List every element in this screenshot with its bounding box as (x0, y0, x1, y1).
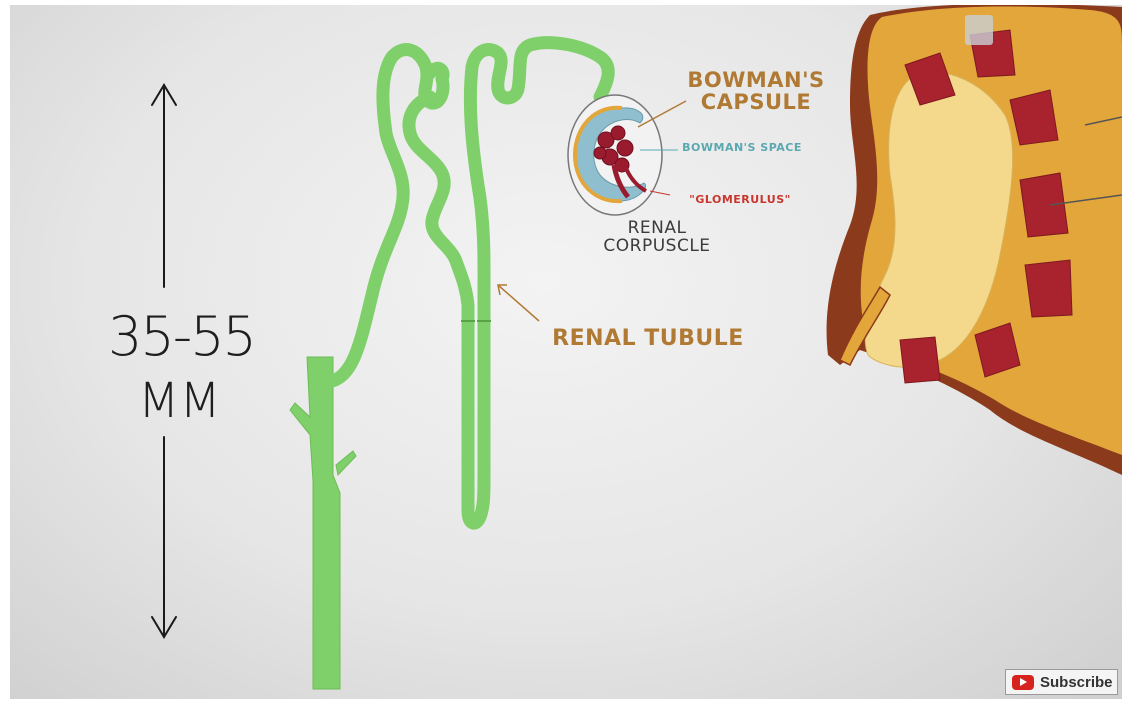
collecting-duct (290, 357, 356, 689)
video-frame: 35-55 MM BOWMAN'S CAPSULE BOWMAN'S SPACE… (10, 5, 1122, 699)
renal-corpuscle (568, 95, 662, 215)
kidney-cross-section (827, 5, 1122, 475)
bowmans-capsule-label: BOWMAN'S CAPSULE (686, 69, 826, 113)
subscribe-label: Subscribe (1040, 674, 1113, 691)
renal-corpuscle-label: RENAL CORPUSCLE (582, 220, 732, 256)
measure-number: 35-55 (108, 305, 255, 368)
renal-tubule (332, 43, 608, 524)
youtube-play-icon (1012, 675, 1034, 690)
renal-tubule-label: RENAL TUBULE (538, 327, 758, 350)
bowmans-space-label: BOWMAN'S SPACE (682, 142, 802, 154)
measure-unit: MM (138, 373, 221, 429)
subscribe-button[interactable]: Subscribe (1005, 669, 1118, 695)
glomerulus-label: "GLOMERULUS" (680, 194, 800, 206)
